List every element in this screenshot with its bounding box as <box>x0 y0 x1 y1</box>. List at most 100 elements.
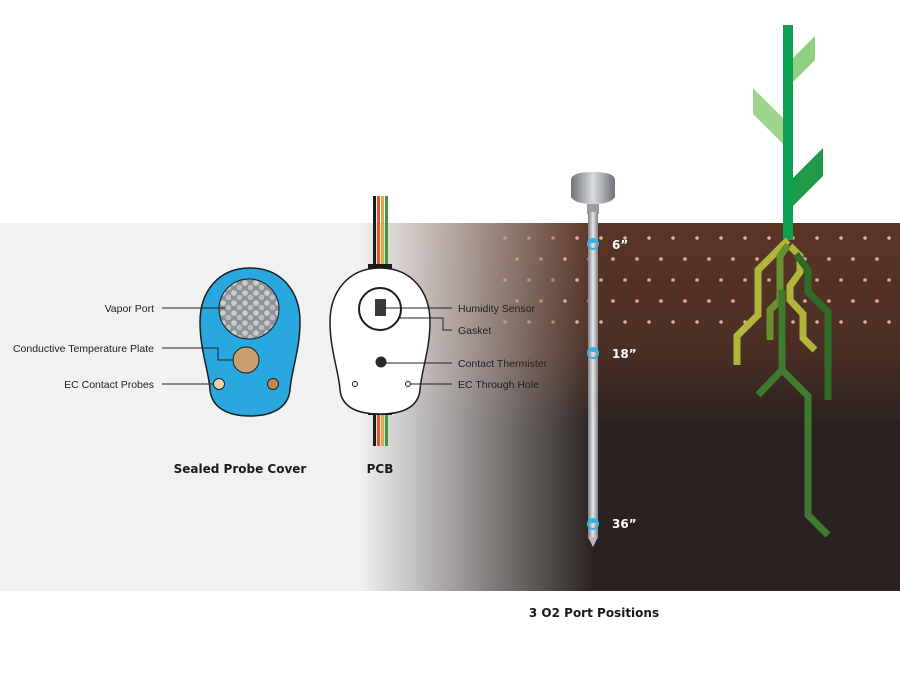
cover-callouts: Vapor Port Conductive Temperature Plate … <box>13 303 233 391</box>
soil-dot <box>719 236 723 240</box>
soil-dot <box>599 320 603 324</box>
soil-dot <box>827 299 831 303</box>
soil-dot <box>887 236 891 240</box>
label-vapor-port: Vapor Port <box>105 303 154 315</box>
soil-dot <box>851 299 855 303</box>
soil-dot <box>887 278 891 282</box>
soil-dot <box>563 299 567 303</box>
soil-dot <box>671 278 675 282</box>
soil-dot <box>743 236 747 240</box>
soil-dot <box>887 320 891 324</box>
pcb-wires-top <box>373 196 388 266</box>
conductive-temperature-plate <box>232 346 260 374</box>
soil-dot <box>719 320 723 324</box>
soil-dot <box>695 320 699 324</box>
ec-contact-probe-left <box>213 378 225 390</box>
depth-label-18: 18” <box>612 347 637 361</box>
soil-dot <box>731 299 735 303</box>
soil-dot <box>503 236 507 240</box>
soil-dot <box>563 257 567 261</box>
soil-dot <box>539 299 543 303</box>
soil-dot <box>635 299 639 303</box>
soil-dot <box>551 236 555 240</box>
humidity-sensor <box>375 299 386 316</box>
caption-pcb: PCB <box>367 462 394 476</box>
root-dark-long <box>779 367 831 538</box>
soil-dot <box>623 320 627 324</box>
o2-port-18 <box>587 347 599 359</box>
soil-dot <box>647 278 651 282</box>
soil-dot <box>575 320 579 324</box>
soil-dot <box>791 320 795 324</box>
soil-dot <box>767 278 771 282</box>
soil-dot <box>683 257 687 261</box>
soil-dot <box>503 320 507 324</box>
soil-dot <box>551 278 555 282</box>
soil-dot <box>863 236 867 240</box>
soil-dot <box>671 320 675 324</box>
soil-dot <box>851 257 855 261</box>
soil-dot <box>623 278 627 282</box>
soil-dot <box>611 299 615 303</box>
label-contact-thermister: Contact Thermister <box>458 358 548 370</box>
soil-dot <box>647 320 651 324</box>
label-conductive-plate: Conductive Temperature Plate <box>13 343 154 355</box>
soil-dot <box>659 299 663 303</box>
probe-rod <box>588 212 598 537</box>
soil-dot <box>635 257 639 261</box>
soil-dot <box>527 236 531 240</box>
soil-dot <box>527 320 531 324</box>
soil-dot <box>575 236 579 240</box>
soil-dot <box>575 278 579 282</box>
soil-dot <box>827 257 831 261</box>
gasket <box>358 287 402 331</box>
soil-dot <box>719 278 723 282</box>
pcb <box>329 196 431 446</box>
caption-sealed-probe-cover: Sealed Probe Cover <box>174 462 307 476</box>
caption-o2-ports: 3 O2 Port Positions <box>529 606 659 620</box>
soil-dot <box>743 278 747 282</box>
soil-probe: 6” 18” 36” <box>571 172 637 547</box>
soil-dot <box>815 278 819 282</box>
soil-dot <box>755 257 759 261</box>
plant <box>733 25 832 538</box>
soil-dot <box>875 257 879 261</box>
soil-dot <box>599 278 603 282</box>
o2-port-6 <box>587 238 599 250</box>
soil-dot <box>731 257 735 261</box>
soil-dot <box>671 236 675 240</box>
soil-dot <box>647 236 651 240</box>
probe-cap <box>571 172 615 204</box>
soil-dot <box>839 278 843 282</box>
sealed-probe-cover <box>199 267 301 417</box>
probe-tip <box>588 537 598 547</box>
soil-dot <box>875 299 879 303</box>
label-ec-through-hole: EC Through Hole <box>458 379 539 391</box>
depth-label-36: 36” <box>612 517 637 531</box>
soil-dot <box>599 236 603 240</box>
soil-dot <box>695 236 699 240</box>
soil-dot <box>551 320 555 324</box>
leaf-upper <box>793 36 815 82</box>
pcb-wires-bottom <box>373 412 388 446</box>
leaf-left <box>753 88 783 144</box>
soil-dot <box>623 236 627 240</box>
soil-dot <box>815 320 819 324</box>
soil-dot <box>863 320 867 324</box>
depth-label-6: 6” <box>612 238 628 252</box>
soil-dot <box>839 320 843 324</box>
soil-dot <box>659 257 663 261</box>
o2-port-36 <box>587 518 599 530</box>
label-gasket: Gasket <box>458 325 491 337</box>
root-dark-right <box>793 251 832 400</box>
pcb-board <box>329 267 431 415</box>
soil-dots <box>503 236 891 324</box>
ec-contact-probe-right <box>267 378 279 390</box>
ec-through-hole-right <box>405 381 411 387</box>
soil-dot <box>803 299 807 303</box>
leaf-right <box>793 148 823 206</box>
root-light-left <box>733 237 791 365</box>
soil-dot <box>515 299 519 303</box>
soil-dot <box>539 257 543 261</box>
